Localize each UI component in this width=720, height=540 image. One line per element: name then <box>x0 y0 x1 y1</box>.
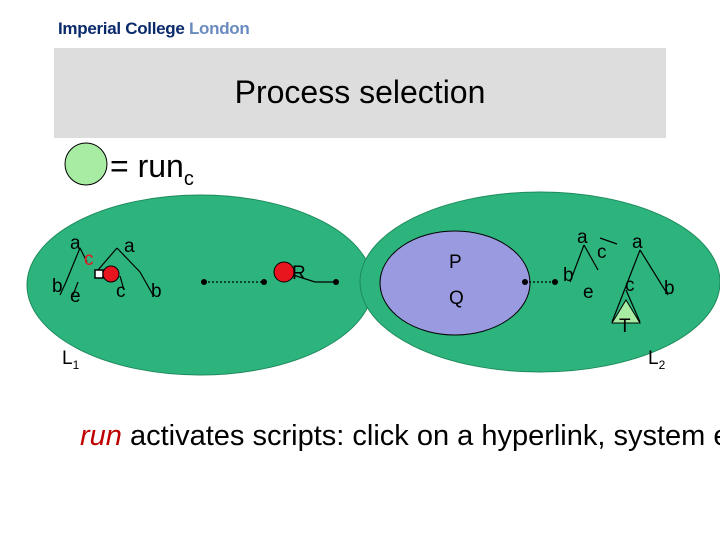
label-c: c <box>116 281 126 302</box>
label-a1: a <box>577 227 588 248</box>
label-c2: c <box>625 275 635 296</box>
label-b2: b <box>664 278 675 299</box>
title-bar: Process selection <box>54 48 666 138</box>
right-dot-node-2 <box>552 279 558 285</box>
label-b-far: b <box>52 276 63 297</box>
label-a-right: a <box>124 236 135 257</box>
label-R: R <box>292 263 306 284</box>
legend-run-prefix: = run <box>110 148 184 184</box>
left-square-node <box>94 269 104 279</box>
label-e-right: e <box>583 282 594 303</box>
label-b: b <box>151 281 162 302</box>
T-triangle <box>611 299 641 324</box>
label-T: T <box>619 316 631 337</box>
logo-text-main: Imperial College <box>58 19 185 38</box>
logo-text-london: London <box>188 19 250 38</box>
label-b1: b <box>563 265 574 286</box>
caption: run activates scripts: click on a hyperl… <box>80 420 720 453</box>
legend-run-circle <box>64 142 108 186</box>
caption-text: activates scripts: click on a hyperlink,… <box>121 420 720 452</box>
page-title: Process selection <box>234 74 486 110</box>
left-tree-edges <box>59 247 336 296</box>
R-red-node <box>273 261 295 283</box>
right-dot-node <box>522 279 528 285</box>
caption-run-emphasis: run <box>80 420 122 452</box>
label-Q: Q <box>449 288 464 309</box>
imperial-college-logo: Imperial College London <box>58 19 250 39</box>
label-P: P <box>449 252 462 273</box>
label-c-red: c <box>84 249 94 270</box>
left-domain-ellipse <box>26 194 374 376</box>
label-e: e <box>70 286 81 307</box>
left-right-dot-node <box>333 279 339 285</box>
label-L2: L2 <box>648 348 666 372</box>
left-red-node <box>102 265 120 283</box>
label-L1: L1 <box>62 348 80 372</box>
label-c1: c <box>597 242 607 263</box>
legend-run-subscript: c <box>183 168 194 190</box>
legend-run-text: = runc <box>110 148 194 191</box>
label-a2: a <box>632 232 643 253</box>
left-dot-node <box>201 279 207 285</box>
label-a-left: a <box>70 233 81 254</box>
middle-domain-ellipse <box>379 230 531 336</box>
left-dot-node-2 <box>261 279 267 285</box>
